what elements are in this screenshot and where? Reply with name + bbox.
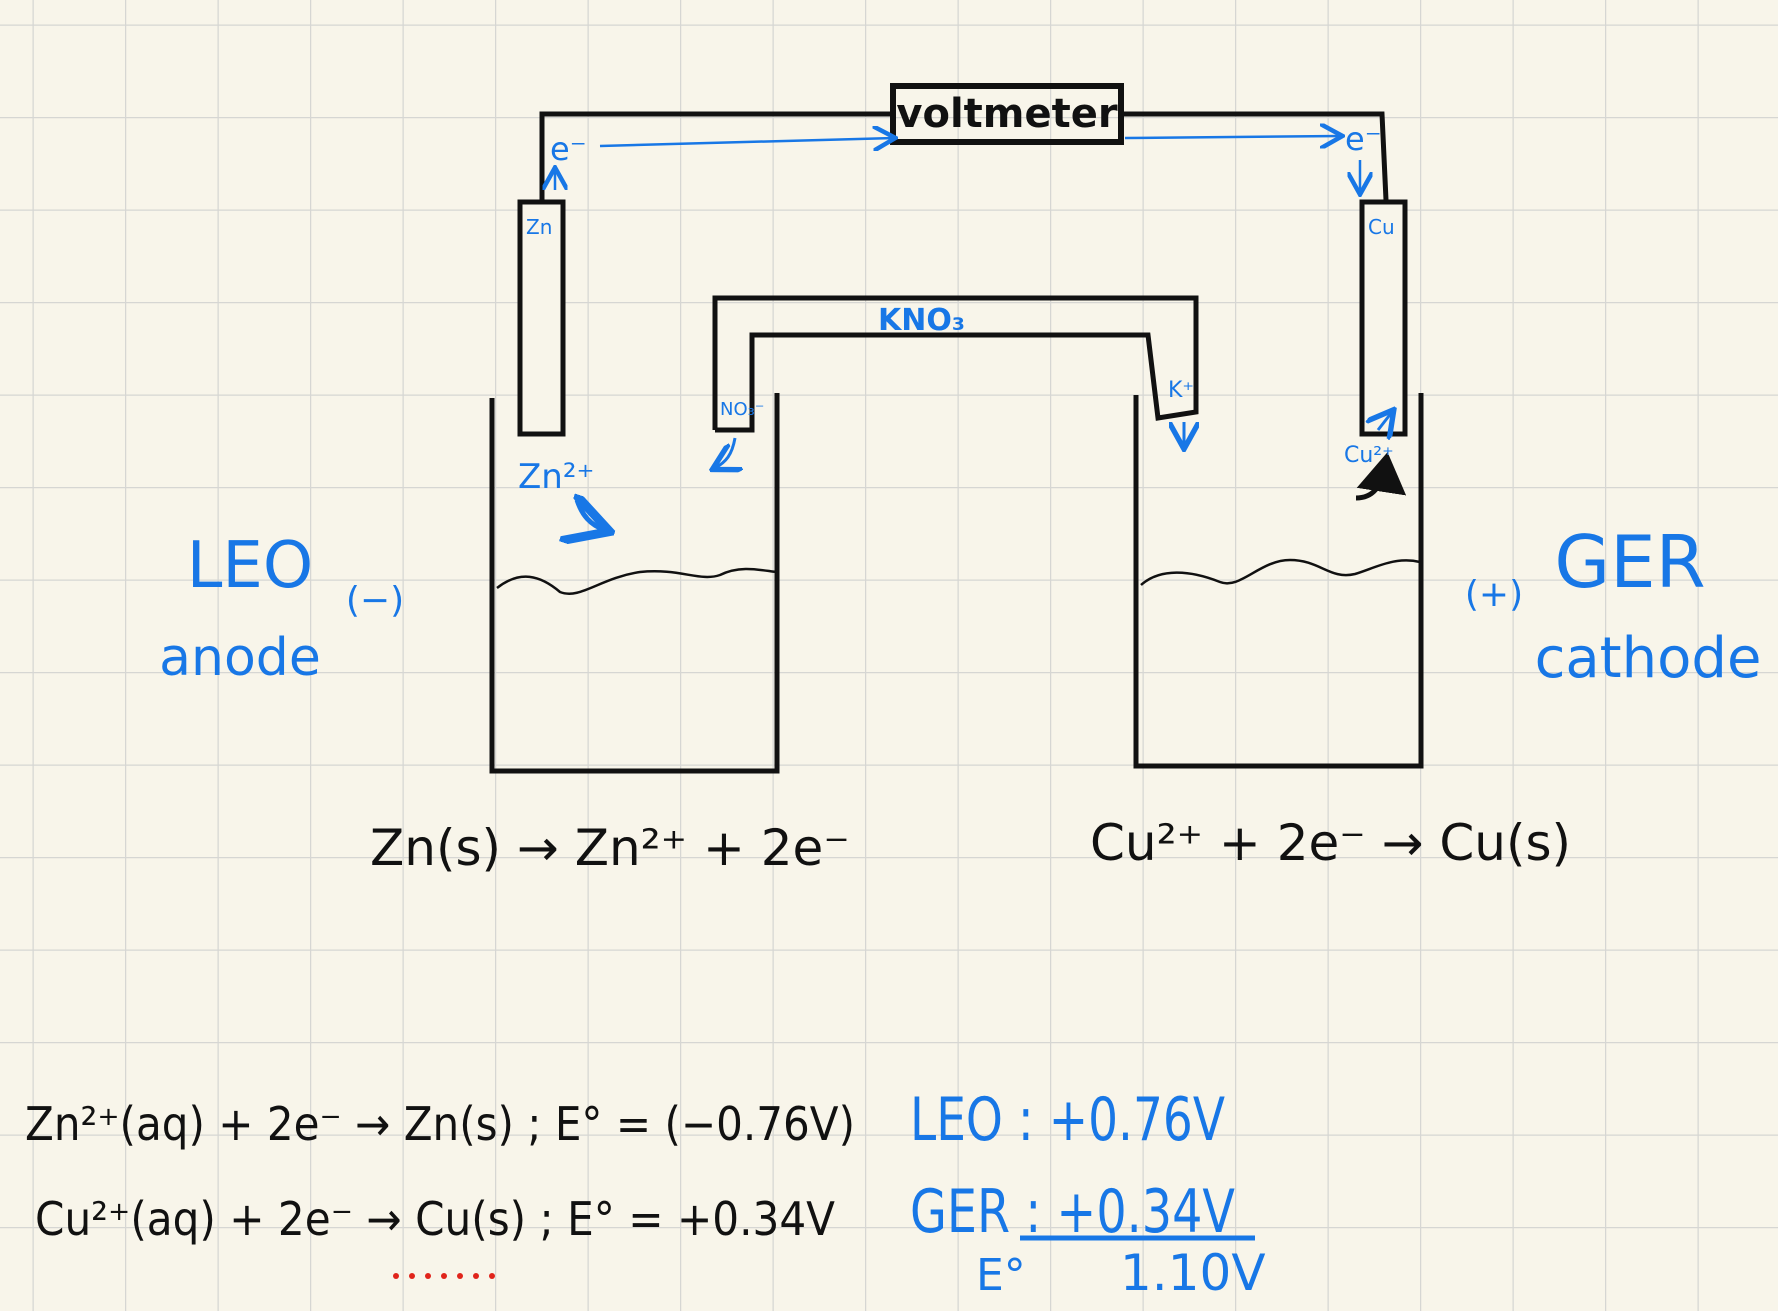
cathode-label: cathode <box>1535 626 1762 691</box>
ger-label: GER <box>1554 520 1705 604</box>
spellcheck-underline <box>393 1273 495 1279</box>
nitrate-label: NO₃⁻ <box>720 399 764 420</box>
electron-label-right: e⁻ <box>1345 120 1382 158</box>
salt-bridge <box>712 295 1199 433</box>
cathode-sign: (+) <box>1465 574 1523 615</box>
external-wire <box>539 111 1389 201</box>
zinc-electrode: Zn <box>517 199 566 437</box>
anode-half-reaction: Zn(s) → Zn²⁺ + 2e⁻ <box>370 819 850 877</box>
ger-potential: GER : +0.34V <box>910 1177 1235 1247</box>
salt-bridge-label: KNO₃ <box>878 303 965 338</box>
e-naught-label: E° <box>976 1250 1026 1301</box>
cell-potential-total: 1.10V <box>1120 1244 1266 1302</box>
voltmeter: voltmeter <box>890 83 1124 145</box>
zinc-ion-label: Zn²⁺ <box>518 457 594 497</box>
left-solution-surface <box>496 567 777 595</box>
copper-electrode-label: Cu <box>1368 215 1395 239</box>
copper-ion-label: Cu²⁺ <box>1344 443 1394 468</box>
zn-reduction-line: Zn²⁺(aq) + 2e⁻ → Zn(s) ; E° = (−0.76V) <box>25 1097 855 1151</box>
electron-label-left: e⁻ <box>550 130 587 168</box>
cathode-half-reaction: Cu²⁺ + 2e⁻ → Cu(s) <box>1090 814 1571 872</box>
left-beaker <box>489 393 780 774</box>
cu-reduction-line: Cu²⁺(aq) + 2e⁻ → Cu(s) ; E° = +0.34V <box>35 1192 835 1246</box>
right-beaker <box>1133 393 1424 769</box>
voltmeter-label: voltmeter <box>896 91 1117 137</box>
ion-flow <box>577 412 1392 530</box>
leo-potential: LEO : +0.76V <box>910 1085 1225 1155</box>
copper-electrode: Cu <box>1359 199 1408 437</box>
cu-ion-arrow <box>1355 452 1407 501</box>
zinc-electrode-label: Zn <box>526 215 552 239</box>
right-solution-surface <box>1140 558 1421 586</box>
electron-flow <box>555 136 1360 192</box>
leo-label: LEO <box>187 529 313 603</box>
anode-label: anode <box>159 628 321 688</box>
potassium-label: K⁺ <box>1168 378 1194 403</box>
anode-sign: (−) <box>346 580 404 621</box>
